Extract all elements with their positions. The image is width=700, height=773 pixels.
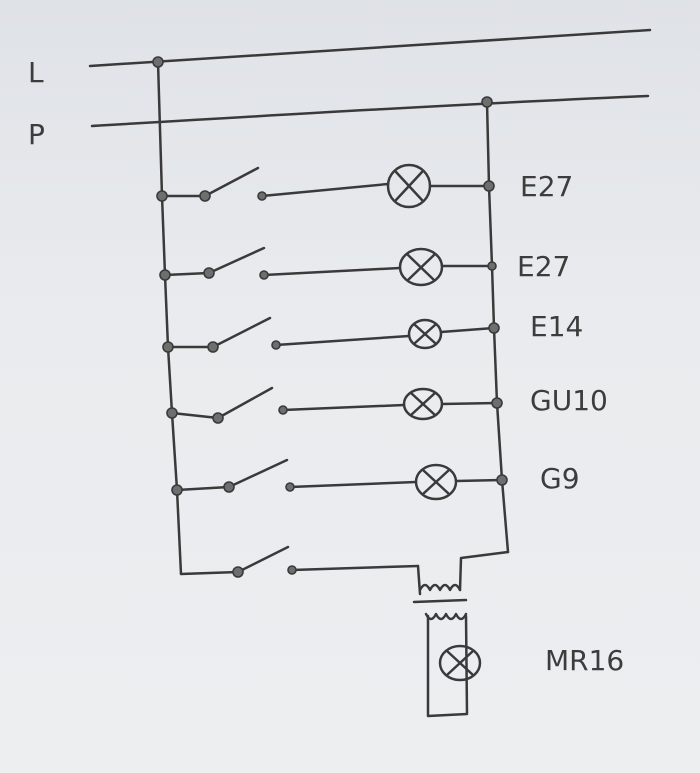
branch-2-label: E27 <box>517 250 570 283</box>
branch-2 <box>163 246 494 287</box>
lamp-3 <box>407 318 443 350</box>
lamp-mr16 <box>438 644 482 682</box>
switch-lever-1 <box>203 166 260 198</box>
line-p-label: P <box>28 118 45 151</box>
switch-lever-2 <box>207 246 266 275</box>
switch-lever-4 <box>216 386 274 420</box>
line-p-wire <box>90 94 650 128</box>
branch-4 <box>170 386 499 421</box>
line-l-wire <box>88 28 652 68</box>
switch-lever-6 <box>236 545 290 574</box>
transformer-secondary <box>424 612 468 621</box>
transformer-primary <box>418 583 462 592</box>
branch-3 <box>166 316 496 350</box>
branch-1 <box>160 163 491 209</box>
switch-lever-3 <box>211 316 272 349</box>
mr16-label: MR16 <box>545 644 624 677</box>
left-bus <box>156 60 183 576</box>
branch-5 <box>175 458 504 501</box>
line-l-label: L <box>28 56 44 89</box>
transformer-core <box>412 598 468 604</box>
branch-4-label: GU10 <box>530 384 608 417</box>
branch-1-label: E27 <box>520 170 573 203</box>
switch-lever-5 <box>227 458 289 489</box>
junctions <box>152 56 508 578</box>
branch-5-label: G9 <box>540 462 580 495</box>
transformer-branch <box>179 545 510 718</box>
branch-3-label: E14 <box>530 310 583 343</box>
